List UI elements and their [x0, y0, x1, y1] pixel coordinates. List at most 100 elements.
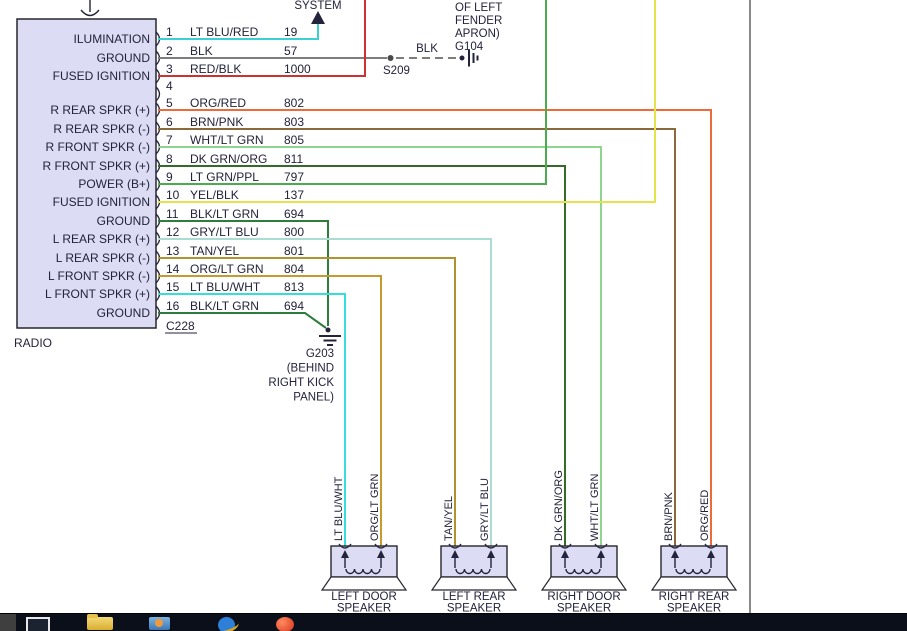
pin-row-15: L FRONT SPKR (+) 15 LT BLU/WHT 813	[45, 280, 346, 546]
pin-number: 16	[166, 299, 180, 313]
wire-color-code: GRY/LT BLU	[190, 225, 259, 239]
wire-color-code: ORG/RED	[190, 96, 246, 110]
computer-icon[interactable]	[26, 617, 50, 631]
circuit-number: 694	[284, 299, 304, 313]
pin-number: 15	[166, 280, 180, 294]
note-line: PANEL)	[293, 392, 334, 404]
pin-row-10: FUSED IGNITION 10 YEL/BLK 137	[53, 0, 656, 210]
wire-label-vertical: GRY/LT BLU	[479, 478, 491, 541]
note-line: APRON)	[455, 28, 500, 40]
pin-row-7: R FRONT SPKR (-) 7 WHT/LT GRN 805	[46, 133, 602, 546]
circuit-number: 811	[284, 152, 303, 166]
pin-function-label: L REAR SPKR (-)	[56, 251, 150, 265]
ground-symbol-g203	[319, 327, 341, 346]
pin-number: 6	[166, 115, 173, 129]
pin-row-4: 4	[155, 79, 173, 102]
circuit-number: 805	[284, 133, 304, 147]
pin-number: 4	[166, 79, 173, 93]
speaker-left-rear: LEFT REAR SPEAKER	[430, 543, 518, 615]
speaker-right-door: RIGHT DOOR SPEAKER	[540, 543, 628, 615]
internet-explorer-icon[interactable]	[218, 617, 235, 631]
wire-label-vertical: BRN/PNK	[663, 491, 675, 541]
pin-row-13: L REAR SPKR (-) 13 TAN/YEL 801	[56, 244, 456, 546]
speaker-coil	[565, 568, 601, 575]
connector-id-label: C228	[166, 319, 195, 333]
wire-color-code: DK GRN/ORG	[190, 152, 267, 166]
circuit-number: 800	[284, 225, 304, 239]
wire-color-code: LT BLU/WHT	[190, 280, 261, 294]
pin-function-label: R FRONT SPKR (-)	[46, 140, 150, 154]
g203-note: G203 (BEHIND RIGHT KICK PANEL)	[268, 348, 334, 404]
system-text: SYSTEM	[294, 0, 341, 12]
pin-row-11: GROUND 11 BLK/LT GRN 694	[97, 207, 329, 326]
antenna-connector-symbol	[80, 0, 100, 17]
wire-color-code: BRN/PNK	[190, 115, 243, 129]
folder-icon[interactable]	[87, 614, 113, 630]
circuit-number: 694	[284, 207, 304, 221]
note-line: FENDER	[455, 15, 502, 27]
splice-label: S209	[383, 65, 410, 77]
terminal-hooks	[668, 543, 718, 549]
circuit-number: 797	[284, 170, 304, 184]
taskbar-corner-button[interactable]	[0, 614, 16, 631]
wire-l-front-minus	[158, 275, 382, 546]
pin-function-label: POWER (B+)	[78, 177, 150, 191]
pin-function-label: GROUND	[97, 214, 151, 228]
blk-wire-label: BLK	[416, 43, 438, 55]
pin-row-8: R FRONT SPKR (+) 8 DK GRN/ORG 811	[43, 152, 566, 546]
pin-function-label: FUSED IGNITION	[53, 69, 150, 83]
circuit-number: 137	[284, 188, 304, 202]
speaker-name: RIGHT DOOR	[547, 591, 620, 603]
pin-number: 12	[166, 225, 180, 239]
ground-symbol-g104	[459, 49, 479, 67]
speaker-name: SPEAKER	[447, 603, 501, 614]
radio-wiring-diagram: RADIO C228 ILUMINATION 1 LT BLU/RED 19 S…	[14, 0, 751, 615]
speaker-left-door: LEFT DOOR SPEAKER	[320, 543, 408, 615]
pin-function-label: L FRONT SPKR (-)	[48, 269, 150, 283]
pin-function-label: L FRONT SPKR (+)	[45, 287, 150, 301]
terminal-hooks	[448, 543, 498, 549]
ground-id-label: G203	[306, 348, 334, 360]
wire-color-code: BLK	[190, 44, 213, 58]
speaker-name: SPEAKER	[557, 603, 611, 614]
wire-r-front-plus	[158, 165, 566, 546]
pin-function-label: L REAR SPKR (+)	[53, 232, 150, 246]
wire-label-vertical: ORG/RED	[699, 490, 711, 541]
terminal-hooks	[558, 543, 608, 549]
radio-label: RADIO	[14, 336, 52, 350]
wire-l-rear-minus	[158, 257, 456, 546]
circuit-number: 1000	[284, 62, 311, 76]
pin-function-label: R REAR SPKR (-)	[53, 122, 150, 136]
pin-number: 2	[166, 44, 173, 58]
pin-number: 7	[166, 133, 173, 147]
pin-row-1: ILUMINATION 1 LT BLU/RED 19	[74, 11, 325, 47]
wire-color-code: YEL/BLK	[190, 188, 239, 202]
note-line: RIGHT KICK	[268, 377, 334, 389]
circuit-number: 19	[284, 25, 298, 39]
pin-row-2: GROUND 2 BLK 57	[97, 44, 456, 66]
speaker-name: LEFT REAR	[442, 591, 505, 603]
wire-color-code: TAN/YEL	[190, 244, 239, 258]
pin-row-6: R REAR SPKR (-) 6 BRN/PNK 803	[53, 115, 676, 546]
wire-illumination	[158, 23, 319, 40]
pin-number: 11	[166, 207, 179, 221]
fender-apron-note: OF LEFT FENDER APRON) G104	[455, 2, 502, 53]
speaker-name: LEFT DOOR	[331, 591, 397, 603]
wire-l-front-plus	[158, 293, 346, 546]
pictures-icon[interactable]	[149, 617, 170, 630]
pin-row-16: GROUND 16 BLK/LT GRN 694	[97, 299, 327, 329]
wire-color-code: LT GRN/PPL	[190, 170, 259, 184]
wire-fused-ignition-2	[158, 0, 656, 203]
speaker-name: SPEAKER	[337, 603, 391, 614]
wire-label-vertical: LT BLU/WHT	[333, 476, 345, 541]
pin-number: 9	[166, 170, 173, 184]
wire-fused-ignition	[158, 0, 366, 77]
wire-label-vertical: ORG/LT GRN	[369, 474, 381, 541]
note-line: (BEHIND	[287, 363, 334, 375]
red-browser-icon[interactable]	[276, 617, 294, 631]
pin-function-label: R FRONT SPKR (+)	[43, 159, 150, 173]
up-arrow-icon	[311, 11, 325, 24]
circuit-number: 803	[284, 115, 304, 129]
pin-socket-bracket	[155, 86, 161, 102]
